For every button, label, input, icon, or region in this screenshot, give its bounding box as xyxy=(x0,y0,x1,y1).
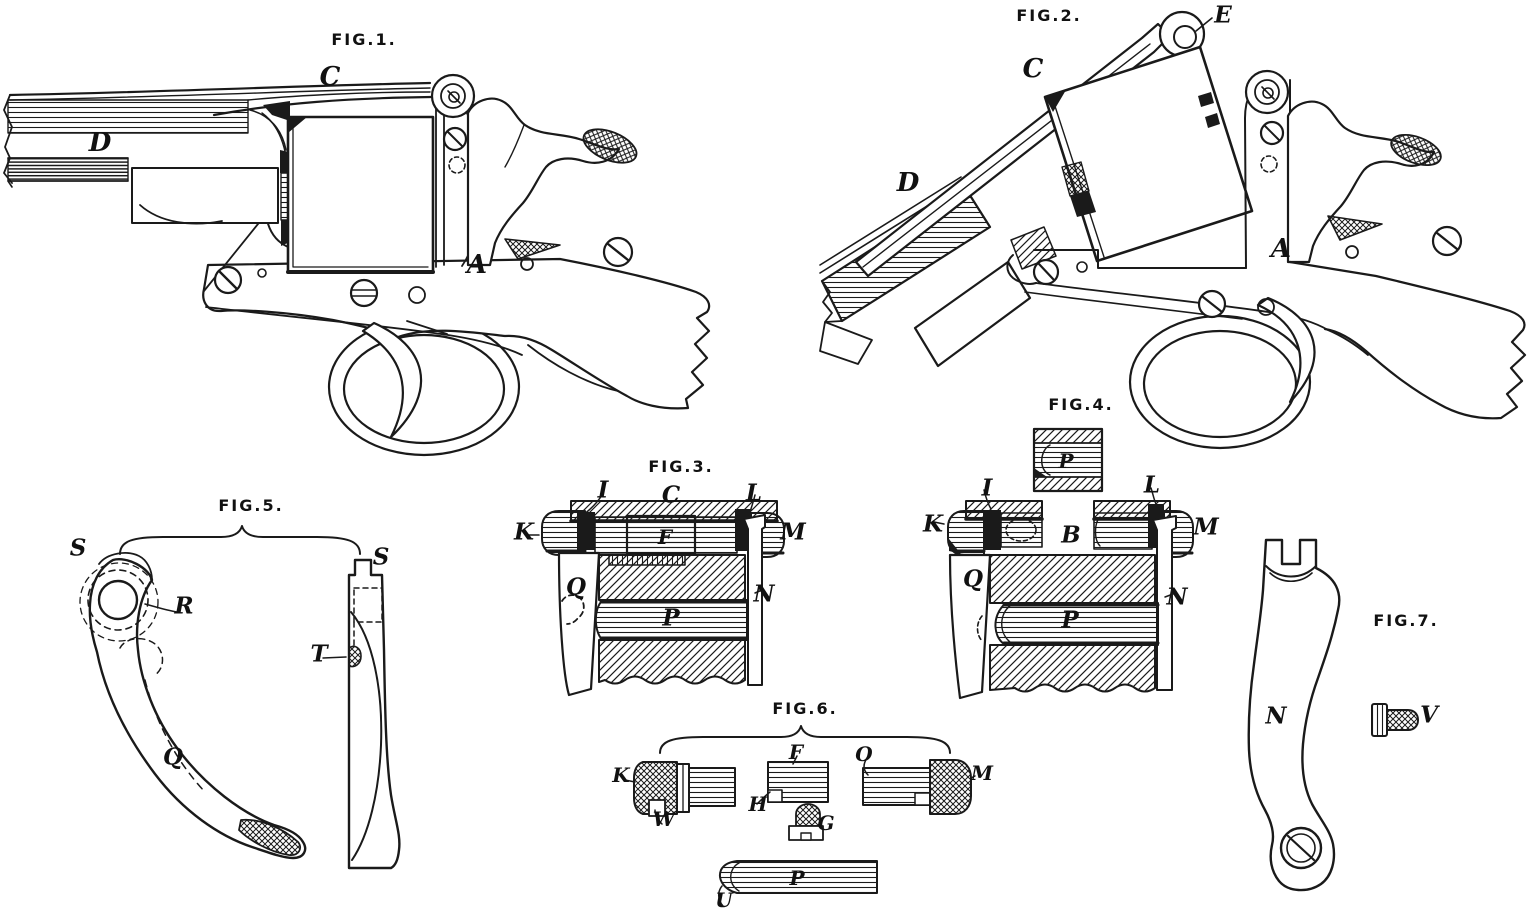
fig4-label-N: N xyxy=(1166,583,1188,611)
fig3-label-Q: Q xyxy=(565,573,587,601)
fig3-label-I: I xyxy=(597,476,609,504)
fig6-label-G: G xyxy=(817,811,835,835)
fig6-label-P: P xyxy=(789,866,805,890)
fig2-label-C: C xyxy=(1022,54,1044,84)
fig6-label-K: K xyxy=(612,763,630,787)
figure-1-title: FIG.1. xyxy=(331,30,397,49)
fig4-label-L: L xyxy=(1143,471,1161,499)
figure-1-drawing xyxy=(3,73,711,457)
fig4-label-Q: Q xyxy=(962,565,984,593)
fig4-label-I: I xyxy=(981,474,993,502)
fig6-label-M: M xyxy=(970,761,994,785)
figure-7-drawing xyxy=(1247,538,1419,892)
figure-6-drawing xyxy=(624,725,976,907)
figure-2-drawing xyxy=(819,10,1527,450)
fig3-label-N: N xyxy=(753,580,775,608)
fig2-label-E: E xyxy=(1214,1,1232,29)
figure-5-title: FIG.5. xyxy=(218,496,284,515)
fig4-label-B: B xyxy=(1061,521,1081,549)
figure-2-title: FIG.2. xyxy=(1016,6,1082,25)
fig2-label-A: A xyxy=(1270,234,1292,264)
fig5-label-S-left: S xyxy=(69,534,87,562)
fig7-label-V: V xyxy=(1420,701,1438,729)
fig3-label-K: K xyxy=(514,518,534,546)
fig5-label-R: R xyxy=(174,592,194,620)
fig6-label-U: U xyxy=(715,888,733,912)
fig3-label-L: L xyxy=(745,479,763,507)
fig6-label-H: H xyxy=(748,792,768,816)
figure-5-drawing xyxy=(79,525,401,870)
figure-3-drawing xyxy=(526,494,785,697)
fig2-label-D: D xyxy=(896,168,920,198)
figure-4-drawing xyxy=(933,427,1194,700)
fig3-label-F: F xyxy=(657,525,673,549)
fig5-label-S-right: S xyxy=(372,543,390,571)
fig6-label-W: W xyxy=(652,807,676,831)
fig7-label-N: N xyxy=(1265,702,1287,730)
figure-3-title: FIG.3. xyxy=(648,457,714,476)
figure-4-title: FIG.4. xyxy=(1048,395,1114,414)
fig5-label-T: T xyxy=(310,640,328,668)
fig5-brace xyxy=(119,525,361,555)
figure-7-title: FIG.7. xyxy=(1373,611,1439,630)
fig6-brace xyxy=(659,725,951,754)
fig3-label-C: C xyxy=(661,481,681,509)
fig6-label-F: F xyxy=(788,740,804,764)
fig1-label-D: D xyxy=(88,128,112,158)
fig4-label-K: K xyxy=(923,510,943,538)
fig3-label-P: P xyxy=(662,604,680,632)
figure-6-title: FIG.6. xyxy=(772,699,838,718)
fig4-label-P-pin: P xyxy=(1061,606,1079,634)
fig6-label-O: O xyxy=(855,742,873,766)
fig5-label-Q: Q xyxy=(162,743,184,771)
fig3-label-M: M xyxy=(780,518,806,546)
fig4-label-M: M xyxy=(1193,513,1219,541)
fig1-label-A: A xyxy=(466,250,488,280)
fig1-label-C: C xyxy=(319,62,341,92)
fig4-label-P-block: P xyxy=(1058,449,1074,473)
